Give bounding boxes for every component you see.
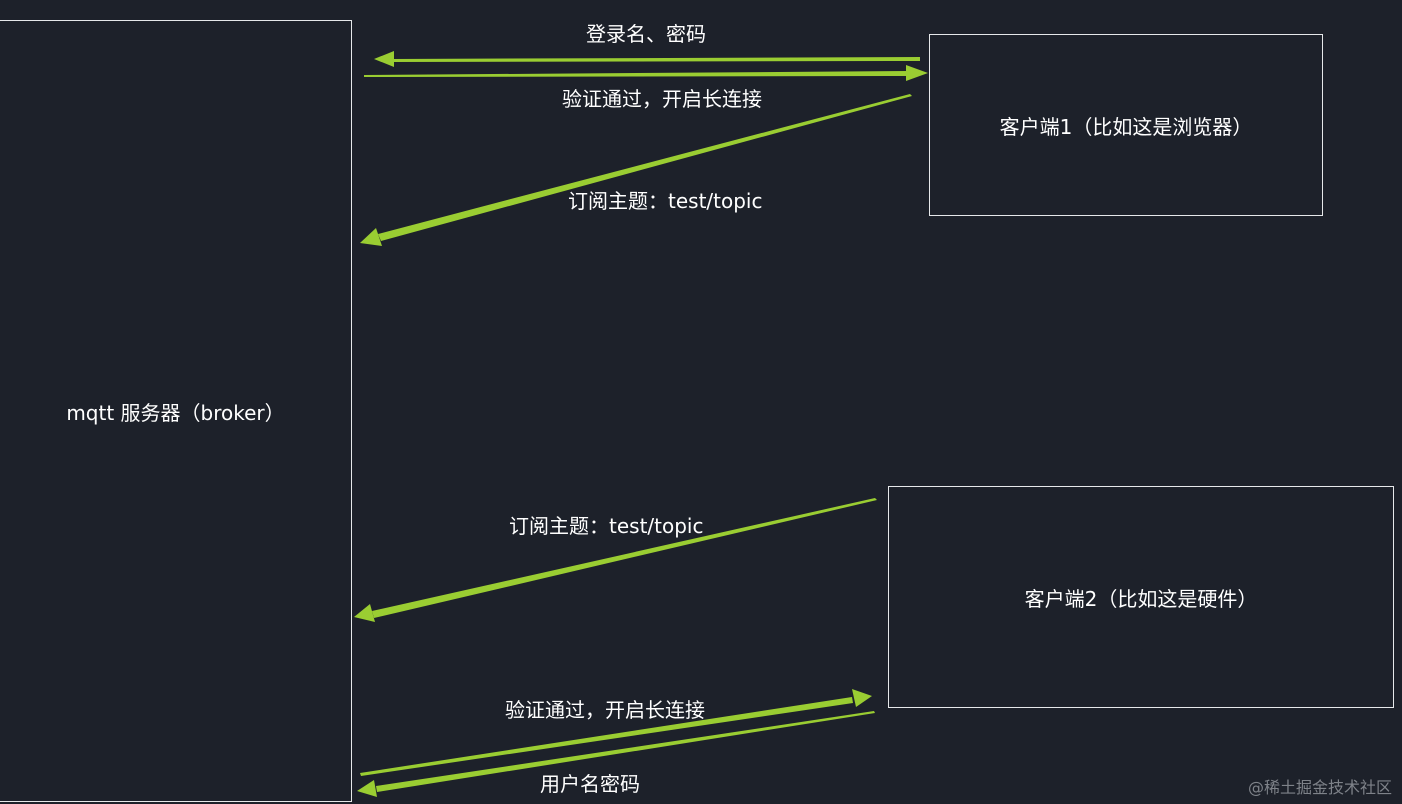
msg-c1-verify: 验证通过，开启长连接 <box>562 87 762 111</box>
client1-label: 客户端1（比如这是浏览器） <box>999 114 1253 139</box>
arrow-c1-verify <box>364 65 928 81</box>
arrow-c2-verify <box>360 689 872 776</box>
msg-c2-verify: 验证通过，开启长连接 <box>505 698 705 722</box>
msg-c1-login: 登录名、密码 <box>586 22 706 46</box>
msg-c2-subscribe: 订阅主题：test/topic <box>509 514 704 538</box>
arrow-c2-login <box>357 711 875 797</box>
watermark: @稀土掘金技术社区 <box>1247 778 1392 797</box>
msg-c2-login: 用户名密码 <box>540 772 640 796</box>
client2-label: 客户端2（比如这是硬件） <box>1024 586 1258 611</box>
arrow-c1-subscribe <box>360 94 912 246</box>
client1-box: 客户端1（比如这是浏览器） <box>929 34 1323 216</box>
broker-box: mqtt 服务器（broker） <box>0 20 352 802</box>
client2-box: 客户端2（比如这是硬件） <box>888 486 1394 708</box>
arrow-c2-subscribe <box>354 498 877 622</box>
arrow-c1-login <box>374 51 920 67</box>
msg-c1-subscribe: 订阅主题：test/topic <box>568 189 763 213</box>
broker-label: mqtt 服务器（broker） <box>66 400 285 425</box>
